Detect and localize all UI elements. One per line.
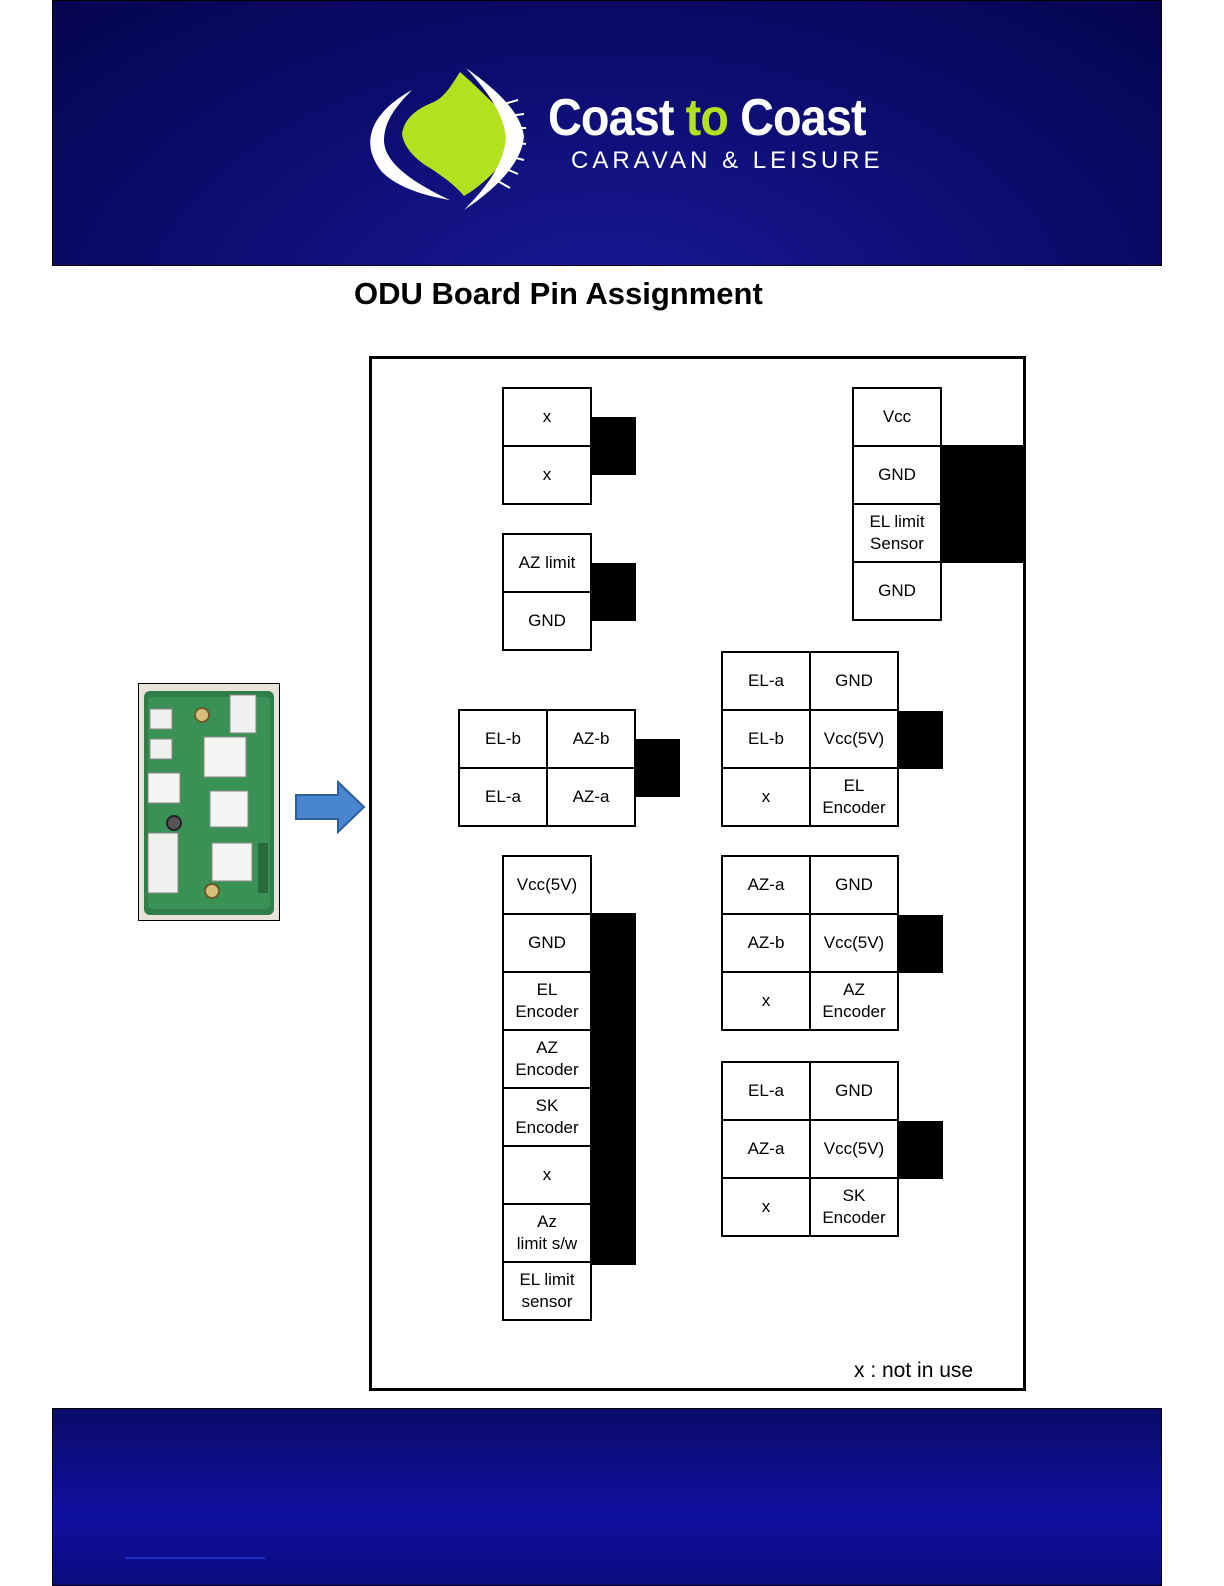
brand-name: Coast to Coast [548,89,867,147]
footer-banner [52,1408,1162,1586]
arrow-right-icon [295,780,366,834]
pin-cell: Vcc(5V) [811,1121,899,1179]
page-title: ODU Board Pin Assignment [354,276,763,311]
connector-latch [592,563,636,621]
pin-cell: EL-a [723,653,811,711]
pin-cell: AZ-a [548,769,636,827]
pin-cell: AZ-a [723,1121,811,1179]
pin-cell: SK Encoder [504,1089,592,1147]
connector-latch [636,739,680,797]
pin-cell: EL Encoder [504,973,592,1031]
pin-cell: GND [811,857,899,915]
pin-cell: x [504,447,592,505]
pin-cell: EL-b [460,711,548,769]
pin-cell: AZ Encoder [811,973,899,1031]
connector-latch [592,417,636,475]
board-photo [138,683,280,921]
pin-cell: x [723,973,811,1031]
pin-cell: GND [811,1063,899,1121]
pin-cell: GND [504,593,592,651]
brand-subtitle: CARAVAN & LEISURE [571,147,884,174]
connector-latch [899,915,943,973]
pin-cell: AZ-a [723,857,811,915]
pin-cell: Az limit s/w [504,1205,592,1263]
pin-cell: AZ-b [723,915,811,973]
pin-cell: EL limit Sensor [854,505,942,563]
pin-cell: x [504,389,592,447]
connector-latch [899,711,943,769]
pin-cell: Vcc [854,389,942,447]
pin-diagram: x x AZ limit GND EL-b AZ-b EL-a AZ-a Vcc… [369,356,1026,1391]
pin-cell: Vcc(5V) [811,915,899,973]
legend-note: x : not in use [854,1359,974,1382]
pin-cell: EL-a [460,769,548,827]
pin-cell: GND [811,653,899,711]
pin-cell: Vcc(5V) [811,711,899,769]
pin-cell: AZ limit [504,535,592,593]
pin-cell: GND [504,915,592,973]
brand-word-coast: Coast [548,89,674,147]
pin-cell: EL limit sensor [504,1263,592,1321]
connector-latch [899,1121,943,1179]
connector-latch [592,913,636,1265]
pin-cell: AZ-b [548,711,636,769]
pin-cell: GND [854,447,942,505]
brand-word-coast-2: Coast [740,89,866,147]
pin-cell: SK Encoder [811,1179,899,1237]
footer-divider [125,1557,265,1559]
brand-word-to: to [685,89,729,147]
pin-cell: EL-a [723,1063,811,1121]
pin-cell: EL-b [723,711,811,769]
pin-cell: EL Encoder [811,769,899,827]
pin-cell: AZ Encoder [504,1031,592,1089]
pin-cell: GND [854,563,942,621]
pin-cell: x [723,769,811,827]
connector-latch [942,445,1023,563]
australia-logo-icon [370,68,527,210]
pin-cell: Vcc(5V) [504,857,592,915]
pin-cell: x [504,1147,592,1205]
header-banner [52,0,1162,266]
pin-cell: x [723,1179,811,1237]
